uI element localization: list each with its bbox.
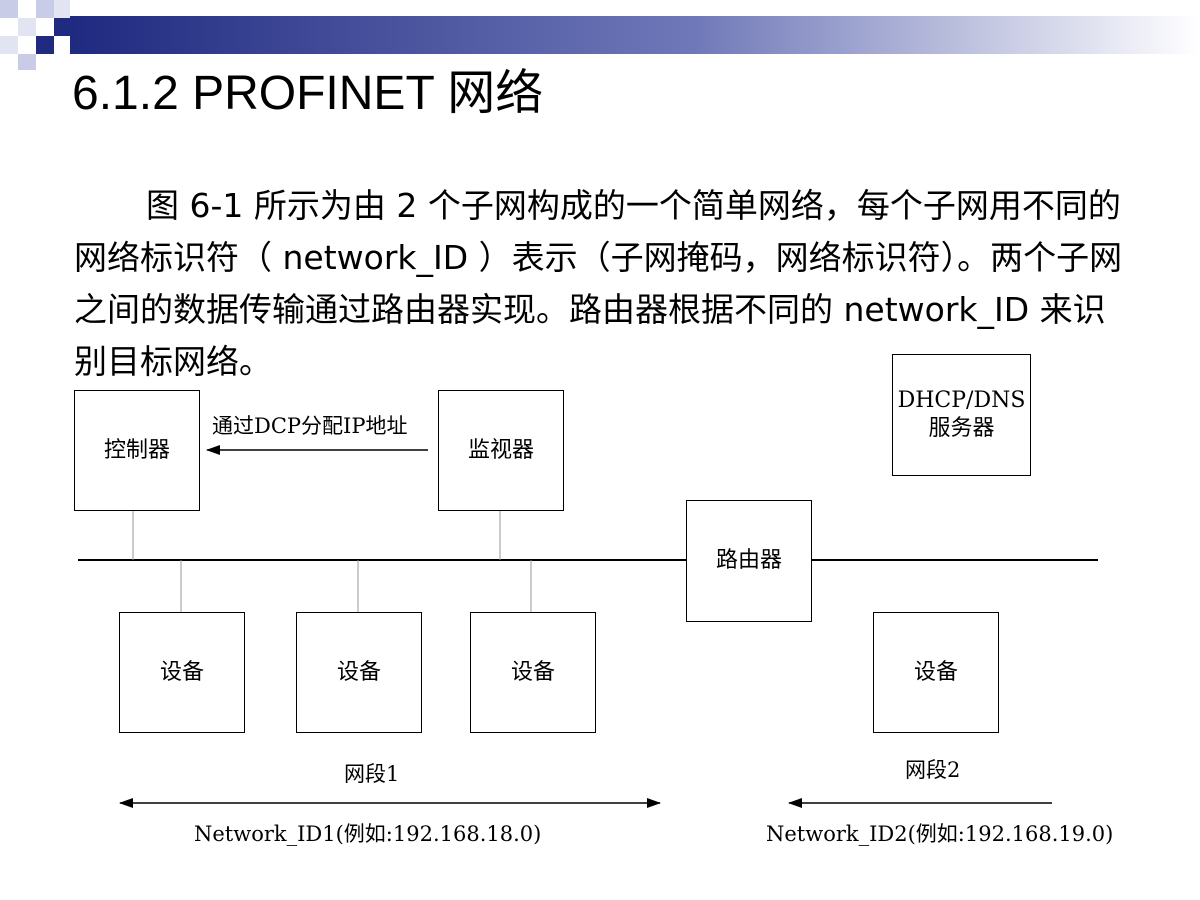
network1-label: Network_ID1(例如:192.168.18.0)	[194, 822, 542, 846]
monitor-label: 监视器	[467, 437, 534, 463]
device-label: 设备	[336, 659, 381, 685]
device-box-3: 设备	[470, 612, 596, 733]
controller-label: 控制器	[103, 437, 170, 463]
device-box-4: 设备	[873, 612, 999, 733]
network2-label: Network_ID2(例如:192.168.19.0)	[766, 822, 1114, 846]
dhcp-label-line1: DHCP/DNS	[897, 388, 1026, 413]
segment1-label: 网段1	[344, 762, 400, 786]
router-box: 路由器	[686, 500, 812, 622]
slide-paragraph: 图 6-1 所示为由 2 个子网构成的一个简单网络，每个子网用不同的网络标识符（…	[74, 186, 1123, 381]
router-label: 路由器	[715, 548, 782, 573]
device-label: 设备	[159, 659, 204, 685]
device-box-1: 设备	[119, 612, 245, 733]
dhcp-dns-server-box: DHCP/DNS 服务器	[892, 354, 1031, 476]
device-label: 设备	[510, 659, 555, 685]
monitor-box: 监视器	[438, 390, 564, 511]
dcp-label: 通过DCP分配IP地址	[212, 414, 408, 438]
dhcp-label-line2: 服务器	[928, 416, 995, 441]
controller-box: 控制器	[74, 390, 200, 511]
header-decoration	[0, 0, 1200, 70]
segment2-label: 网段2	[905, 758, 961, 782]
device-box-2: 设备	[296, 612, 422, 733]
device-label: 设备	[913, 659, 958, 685]
slide-title: 6.1.2 PROFINET 网络	[72, 67, 544, 120]
